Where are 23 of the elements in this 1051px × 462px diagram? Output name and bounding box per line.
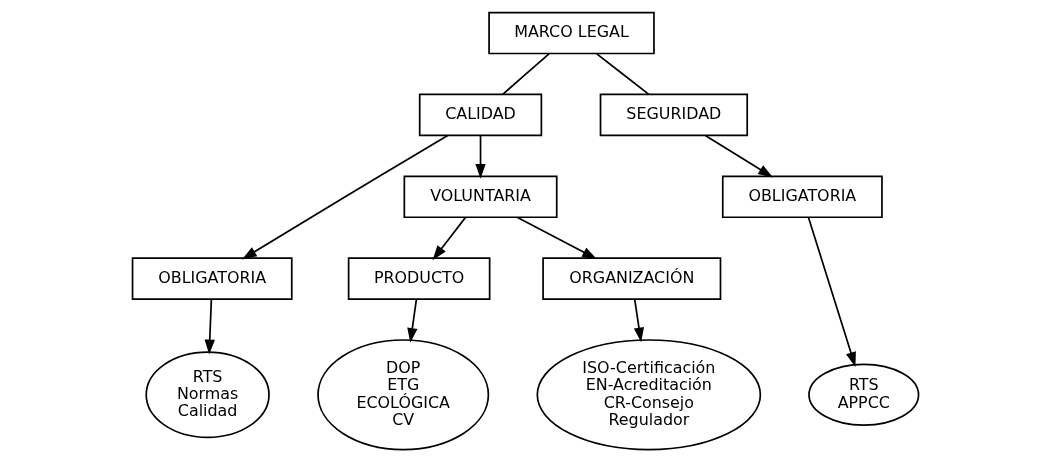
node-box: CALIDAD xyxy=(418,93,543,137)
arrow xyxy=(704,134,773,178)
node-box: OBLIGATORIA xyxy=(721,175,883,219)
arrow xyxy=(407,298,418,343)
arrow xyxy=(807,216,856,367)
arrow xyxy=(633,298,645,343)
arrow xyxy=(432,216,467,261)
node-ellipse: ISO-Certificación EN-Acreditación CR-Consejo Regulador xyxy=(536,339,762,451)
node-ellipse: DOP ETG ECOLÓGICA CV xyxy=(317,339,490,451)
node-box: VOLUNTARIA xyxy=(403,175,558,219)
node-box: SEGURIDAD xyxy=(599,93,749,137)
node-box: PRODUCTO xyxy=(347,257,491,300)
arrow xyxy=(241,134,449,260)
arrow xyxy=(516,216,597,260)
node-ellipse: RTS Normas Calidad xyxy=(145,351,270,439)
node-box: OBLIGATORIA xyxy=(131,257,293,300)
connector xyxy=(595,53,650,96)
arrow xyxy=(204,298,215,355)
connector xyxy=(501,53,550,96)
node-box: ORGANIZACIÓN xyxy=(542,257,722,300)
arrow xyxy=(475,134,486,179)
node-ellipse: RTS APPCC xyxy=(808,363,920,427)
node-box: MARCO LEGAL xyxy=(488,11,655,55)
